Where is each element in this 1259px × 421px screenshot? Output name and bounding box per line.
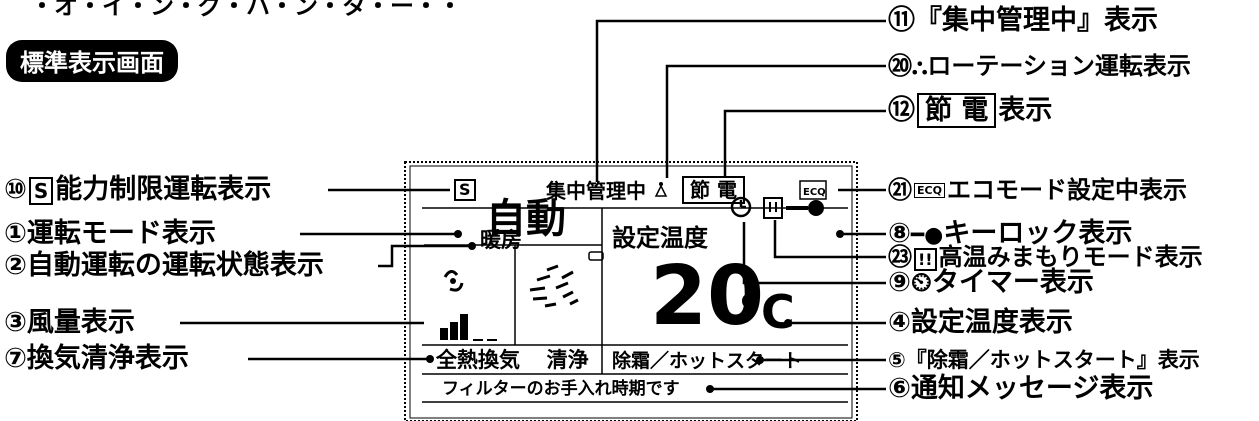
callout-5: ⑤『除霜／ホットスタート』表示 — [888, 348, 1200, 372]
callout-20: ⑳⛬ローテーション運転表示 — [888, 52, 1191, 80]
notice-message: フィルターのお手入れ時期です — [442, 379, 680, 399]
svg-text:ECQ: ECQ — [803, 187, 826, 198]
timer-icon: ⏲ — [910, 267, 932, 298]
callout-23: ㉓!!高温みまもりモード表示 — [888, 243, 1203, 271]
capacity-limit-icon: S — [454, 179, 476, 201]
fan-speed-bars — [440, 314, 497, 341]
ventilation-heat-exchange: 全熱換気 — [436, 348, 520, 372]
fan-icon — [443, 270, 464, 292]
defrost-display: 除霜／ホットスタート — [612, 350, 803, 372]
ventilation-display: 全熱換気 清浄 — [436, 348, 589, 372]
callout-1: ①運転モード表示 — [4, 218, 216, 249]
rotation-icon — [654, 182, 668, 197]
alert-icon: !! — [914, 248, 937, 271]
key-icon — [786, 200, 824, 216]
callout-3: ③風量表示 — [4, 307, 135, 338]
panel-inner-frame — [409, 165, 853, 419]
key-icon: ━● — [910, 223, 944, 248]
louver-icon — [529, 251, 604, 308]
callout-2: ②自動運転の運転状態表示 — [4, 250, 324, 281]
set-temp-value: 20 — [650, 249, 765, 344]
callout-8: ⑧━●キーロック表示 — [888, 218, 1133, 249]
rotation-icon: ⛬ — [912, 55, 928, 80]
eco-icon: ECQ — [799, 180, 827, 200]
eco-icon: ECQ — [914, 183, 945, 198]
callout-4: ④設定温度表示 — [888, 307, 1073, 338]
power-save-indicator: 節 電 — [682, 176, 745, 204]
top-cropped-text: ・オ・イ・ン・グ・ハ・ン・タ・ー・・ — [30, 0, 462, 20]
ventilation-clean: 清浄 — [546, 348, 589, 372]
callout-6: ⑥通知メッセージ表示 — [888, 373, 1154, 404]
operation-mode-display: 自動 — [486, 196, 566, 242]
alert-icon — [763, 197, 783, 219]
set-temp-unit: °C — [738, 285, 795, 339]
screen-badge: 標準表示画面 — [6, 40, 178, 82]
callout-7: ⑦換気清浄表示 — [4, 343, 189, 374]
callout-11: ⑪『集中管理中』表示 — [888, 5, 1158, 36]
central-control-indicator: 集中管理中 — [546, 179, 646, 203]
callout-9: ⑨⏲タイマー表示 — [888, 267, 1094, 298]
set-temp-label: 設定温度 — [612, 224, 708, 252]
auto-state-display: 暖房 — [480, 228, 522, 252]
